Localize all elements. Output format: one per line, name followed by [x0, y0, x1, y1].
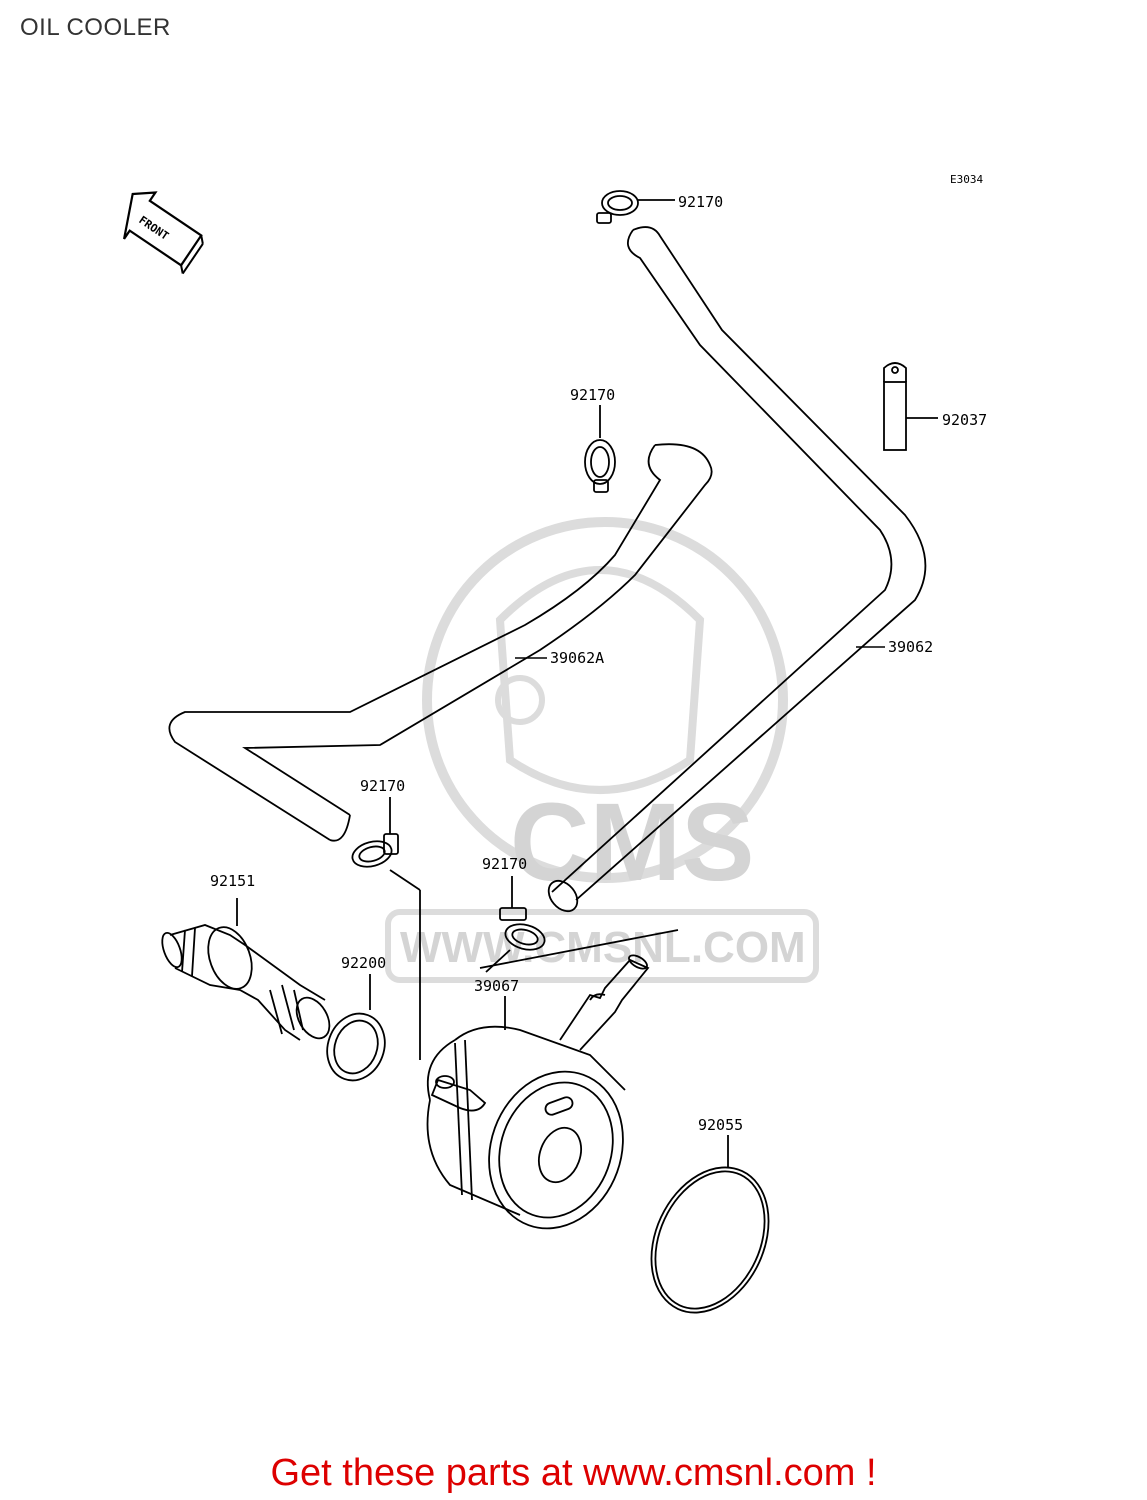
- part-label-clamp-upper-mid: 92170: [570, 386, 615, 404]
- o-ring-icon: [650, 1135, 770, 1314]
- front-arrow-icon: FRONT: [123, 191, 204, 275]
- watermark-url: WWW.CMSNL.COM: [400, 923, 806, 972]
- watermark: CMS WWW.CMSNL.COM: [385, 517, 819, 983]
- part-label-clamp-left: 92170: [360, 777, 405, 795]
- clamp-right-icon: [499, 876, 546, 951]
- hose-39062a: [168, 443, 713, 842]
- part-label-strap: 92037: [942, 411, 987, 429]
- watermark-ring: [422, 517, 788, 883]
- part-label-hose-a: 39062A: [550, 649, 604, 667]
- watermark-mascot: [495, 566, 705, 794]
- clamp-top-icon: [596, 190, 675, 224]
- hose-39062: [547, 226, 927, 913]
- part-label-fitting-bolt: 92151: [210, 872, 255, 890]
- part-label-washer: 92200: [341, 954, 386, 972]
- parts-diagram: CMS WWW.CMSNL.COM FRONT E3034: [123, 173, 987, 1314]
- leader-lines: [515, 646, 885, 659]
- washer-icon: [326, 974, 386, 1082]
- watermark-eye: [495, 675, 545, 725]
- footer-link[interactable]: Get these parts at www.cmsnl.com !: [270, 1452, 877, 1494]
- strap-icon: [883, 362, 938, 451]
- figure-ref: E3034: [950, 173, 983, 186]
- clamp-upper-mid-icon: [584, 405, 616, 493]
- part-label-clamp-top: 92170: [678, 193, 723, 211]
- watermark-brand: CMS: [510, 781, 754, 904]
- watermark-url-box: [385, 909, 819, 983]
- page-title: OIL COOLER: [20, 14, 171, 41]
- part-label-oil-cooler: 39067: [474, 977, 519, 995]
- part-label-hose: 39062: [888, 638, 933, 656]
- fitting-bolt-icon: [161, 898, 331, 1041]
- oil-cooler-icon: [389, 869, 679, 1230]
- clamp-left-icon: [351, 797, 399, 868]
- part-label-o-ring: 92055: [698, 1116, 743, 1134]
- part-label-clamp-right: 92170: [482, 855, 527, 873]
